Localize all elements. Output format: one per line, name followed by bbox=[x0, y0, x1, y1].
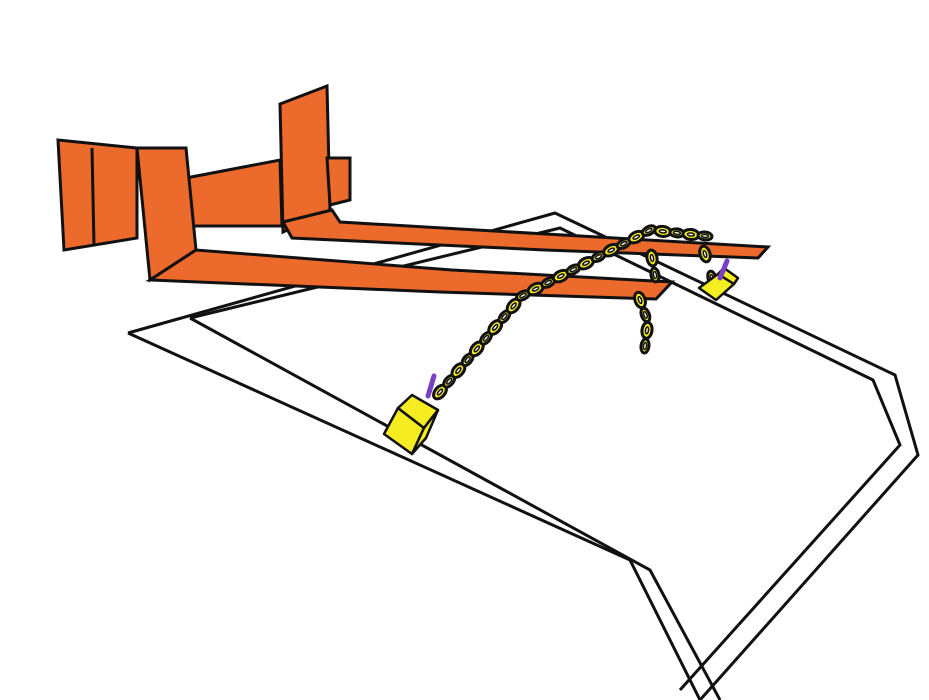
chain-link-hole bbox=[649, 253, 655, 263]
chain-link-hole bbox=[637, 295, 643, 305]
chain-link-hole bbox=[569, 266, 578, 273]
chain-link-hole bbox=[632, 234, 641, 240]
chain-link-hole bbox=[544, 279, 553, 286]
chain-drop-mid bbox=[645, 248, 661, 284]
chain-link-hole bbox=[594, 253, 603, 260]
chain-link-hole bbox=[658, 229, 668, 234]
mast-crossbar bbox=[184, 158, 284, 228]
chain-link-hole bbox=[672, 230, 682, 236]
chain-link-hole bbox=[510, 302, 517, 310]
bed-inner-edge bbox=[189, 226, 902, 692]
chain-link-hole bbox=[482, 334, 490, 342]
chain-group bbox=[432, 224, 718, 401]
chain-main bbox=[432, 224, 714, 401]
chain-link-hole bbox=[436, 388, 444, 396]
anchor-block-far bbox=[697, 258, 740, 302]
chain-link-hole bbox=[464, 356, 471, 364]
chain-link-hole bbox=[702, 249, 708, 259]
chain-link-hole bbox=[455, 366, 462, 375]
anchor-block-near bbox=[382, 373, 440, 456]
chain-link-hole bbox=[519, 292, 527, 299]
chain-link-hole bbox=[644, 227, 653, 234]
fork-far bbox=[280, 208, 772, 260]
carriage-plate-left-fold bbox=[90, 147, 96, 247]
chain-link-hole bbox=[582, 260, 590, 267]
forklift-assembly bbox=[56, 83, 772, 301]
bed-outer-edge bbox=[127, 211, 920, 700]
truck-bed bbox=[127, 211, 920, 700]
pin-near bbox=[425, 373, 437, 399]
carriage-plate-right-tab bbox=[325, 156, 352, 207]
chain-link-hole bbox=[642, 310, 648, 319]
chain-link-hole bbox=[473, 345, 481, 353]
chain-link-hole bbox=[556, 273, 565, 279]
chain-link-hole bbox=[607, 247, 616, 254]
chain-link-hole bbox=[531, 286, 540, 292]
carriage-plate-right bbox=[278, 83, 332, 235]
chain-drop-near bbox=[633, 290, 654, 355]
bed-near-rail-inner bbox=[189, 316, 722, 700]
carriage-plate-left bbox=[56, 138, 139, 252]
anchor-block-near-side bbox=[410, 408, 440, 456]
chain-link-hole bbox=[642, 341, 648, 351]
chain-link-hole bbox=[445, 377, 453, 385]
chain-link-hole bbox=[491, 323, 499, 331]
chain-link-hole bbox=[686, 232, 696, 237]
pin-far bbox=[717, 258, 730, 281]
chain-link-hole bbox=[619, 240, 628, 247]
chain-link-hole bbox=[501, 313, 508, 321]
chain-link-hole bbox=[652, 270, 658, 280]
chain-link-hole bbox=[700, 233, 710, 239]
bed-near-rail-outer bbox=[127, 331, 702, 700]
chain-link-hole bbox=[644, 326, 650, 335]
